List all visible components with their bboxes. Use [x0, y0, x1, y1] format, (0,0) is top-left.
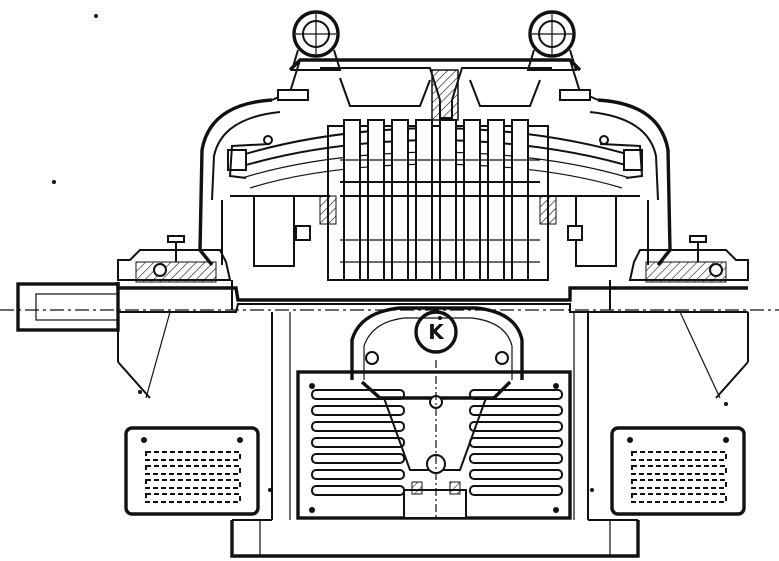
bearing-housing-right — [628, 235, 749, 283]
fastener-dots — [52, 14, 728, 492]
stator-housing — [198, 98, 672, 267]
vent-holes-left — [145, 451, 241, 503]
top-cover — [271, 58, 599, 121]
center-vent-grille — [296, 360, 572, 520]
terminal-dome: K — [350, 306, 524, 380]
terminal-bracket — [360, 360, 512, 520]
lifting-eye-right — [526, 10, 578, 71]
side-vent-panel-left — [124, 426, 260, 516]
shaft — [0, 280, 779, 332]
vent-holes-right — [631, 451, 727, 503]
core-laminations — [319, 119, 557, 281]
end-winding-arcs — [227, 127, 644, 189]
lower-frame — [117, 311, 749, 558]
logo-letter: K — [428, 320, 445, 344]
vent-slats-left — [311, 389, 405, 496]
end-shield-blocks — [230, 195, 640, 267]
side-vent-panel-right — [610, 426, 746, 516]
bearing-housing-left — [117, 235, 232, 283]
